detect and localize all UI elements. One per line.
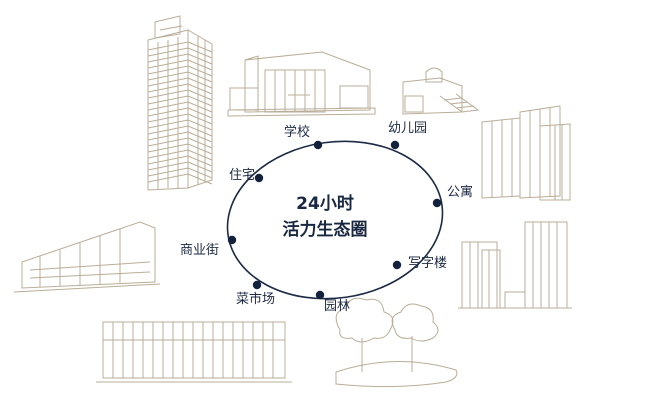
node-dot-kindergarten bbox=[390, 140, 400, 150]
node-label-apartment: 公寓 bbox=[447, 185, 474, 200]
node-dot-park bbox=[315, 290, 325, 300]
kindergarten-building-illustration bbox=[402, 67, 480, 115]
center-title-line1: 24小时 bbox=[296, 194, 354, 214]
node-label-commercial-street: 商业街 bbox=[180, 243, 220, 258]
node-label-kindergarten: 幼儿园 bbox=[388, 121, 428, 136]
node-label-office: 写字楼 bbox=[408, 256, 448, 271]
node-dot-office bbox=[392, 260, 402, 270]
node-dot-market bbox=[252, 280, 262, 290]
node-dot-school bbox=[313, 140, 323, 150]
apartment-towers-illustration bbox=[481, 105, 571, 201]
market-building-illustration bbox=[96, 321, 292, 383]
office-towers-illustration bbox=[458, 221, 572, 309]
center-title-line2: 活力生态圈 bbox=[282, 220, 368, 240]
node-label-residence: 住宅 bbox=[229, 168, 256, 183]
node-dot-apartment bbox=[432, 198, 442, 208]
garden-trees-illustration bbox=[335, 297, 458, 388]
node-label-market: 菜市场 bbox=[236, 292, 276, 307]
node-dot-commercial-street bbox=[227, 235, 237, 245]
node-label-park: 园林 bbox=[324, 299, 351, 314]
residential-tower-illustration bbox=[147, 15, 213, 191]
commercial-building-illustration bbox=[13, 221, 161, 293]
ring-outline bbox=[226, 140, 444, 300]
node-dot-residence bbox=[254, 173, 264, 183]
node-label-school: 学校 bbox=[284, 125, 311, 140]
hall-building-illustration bbox=[227, 51, 376, 117]
